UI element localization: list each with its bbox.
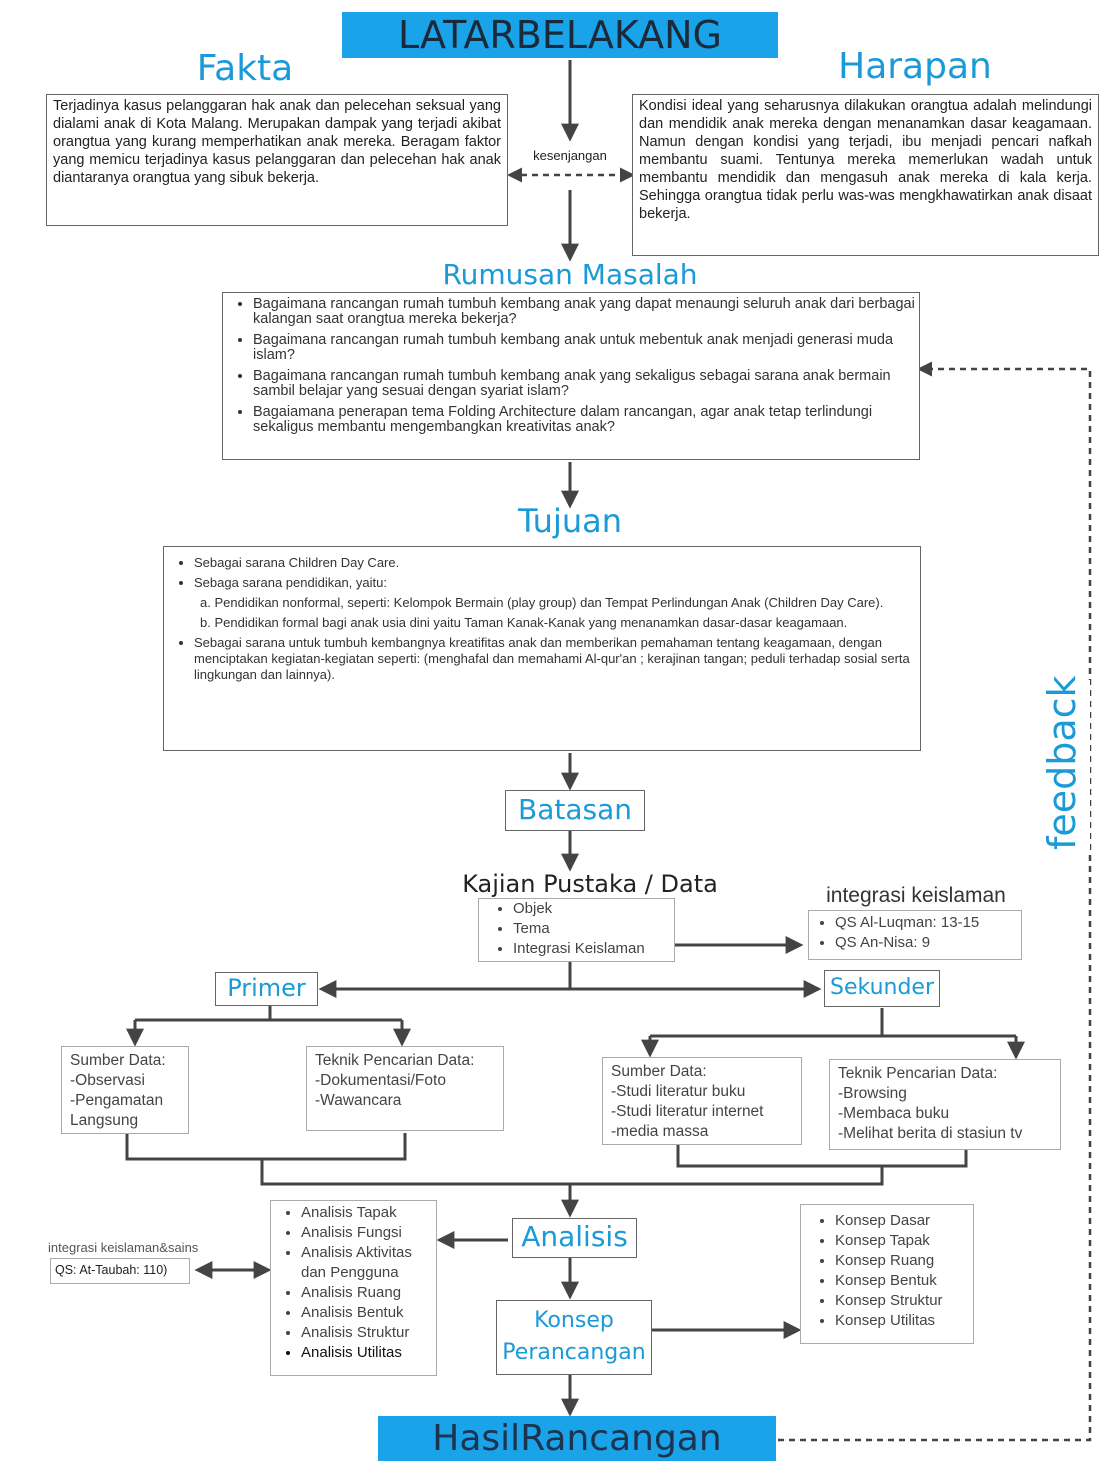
sekunder-teknik-box: Teknik Pencarian Data: -Browsing -Membac… <box>829 1059 1061 1150</box>
analisis-item: Analisis Ruang <box>301 1283 436 1303</box>
latar-belakang-banner: LATARBELAKANG <box>342 12 778 58</box>
analisis-item: Analisis Aktivitas dan Pengguna <box>301 1243 436 1283</box>
tujuan-box: Sebagai sarana Children Day Care. Sebaga… <box>163 546 921 751</box>
sekunder-teknik-line: -Membaca buku <box>838 1105 950 1122</box>
integrasi-sains-label: integrasi keislaman&sains <box>48 1240 199 1255</box>
sekunder-box: Sekunder <box>824 970 940 1007</box>
primer-sumber-line: -Observasi <box>70 1072 145 1089</box>
konsep-perancangan-line: Konsep <box>534 1308 614 1333</box>
sekunder-teknik-line: Teknik Pencarian Data: <box>838 1065 998 1082</box>
integrasi-sains-ref: QS: At-Taubah: 110) <box>50 1258 190 1284</box>
integrasi-item: QS Al-Luqman: 13-15 <box>835 913 1021 933</box>
rumusan-title: Rumusan Masalah <box>442 258 698 291</box>
sekunder-sumber-line: -media massa <box>611 1123 709 1140</box>
kajian-list: Objek Tema Integrasi Keislaman <box>479 899 674 959</box>
analisis-item: Analisis Utilitas <box>301 1343 436 1363</box>
primer-sumber-line: -Pengamatan Langsung <box>70 1092 164 1129</box>
analisis-box: Analisis <box>512 1218 637 1258</box>
analisis-item: Analisis Fungsi <box>301 1223 436 1243</box>
konsep-item: Konsep Tapak <box>835 1231 973 1251</box>
tujuan-item: Sebagai sarana untuk tumbuh kembangnya k… <box>194 635 920 683</box>
primer-teknik-line: Teknik Pencarian Data: <box>315 1052 475 1069</box>
sekunder-sumber-line: Sumber Data: <box>611 1063 707 1080</box>
analisis-item: Analisis Struktur <box>301 1323 436 1343</box>
kajian-item: Objek <box>513 899 674 919</box>
rumusan-item: Bagaimana rancangan rumah tumbuh kembang… <box>253 297 919 327</box>
tujuan-item: Sebaga sarana pendidikan, yaitu: <box>194 575 920 591</box>
sekunder-teknik-line: -Browsing <box>838 1085 907 1102</box>
analisis-list: Analisis Tapak Analisis Fungsi Analisis … <box>271 1203 436 1363</box>
kajian-box: Objek Tema Integrasi Keislaman <box>478 898 675 962</box>
rumusan-item: Bagaimana rancangan rumah tumbuh kembang… <box>253 369 919 399</box>
tujuan-sub-item: b. Pendidikan formal bagi anak usia dini… <box>200 615 848 630</box>
integrasi-box: QS Al-Luqman: 13-15 QS An-Nisa: 9 <box>808 910 1022 960</box>
sekunder-teknik-line: -Melihat berita di stasiun tv <box>838 1125 1023 1142</box>
analisis-item: Analisis Tapak <box>301 1203 436 1223</box>
konsep-item: Konsep Utilitas <box>835 1311 973 1331</box>
primer-teknik-line: -Dokumentasi/Foto <box>315 1072 446 1089</box>
integrasi-list: QS Al-Luqman: 13-15 QS An-Nisa: 9 <box>809 911 1021 953</box>
kajian-title: Kajian Pustaka / Data <box>462 870 718 898</box>
konsep-perancangan-line: Perancangan <box>502 1340 646 1365</box>
analisis-item: Analisis Bentuk <box>301 1303 436 1323</box>
tujuan-list: Sebagai sarana Children Day Care. Sebaga… <box>164 555 920 591</box>
konsep-list-box: Konsep Dasar Konsep Tapak Konsep Ruang K… <box>800 1204 974 1344</box>
primer-box: Primer <box>215 972 318 1006</box>
rumusan-item: Bagaiamana penerapan tema Folding Archit… <box>253 405 919 435</box>
sekunder-sumber-box: Sumber Data: -Studi literatur buku -Stud… <box>602 1057 802 1145</box>
feedback-dashed-loop <box>778 361 1092 1442</box>
tujuan-title: Tujuan <box>517 502 623 540</box>
konsep-list: Konsep Dasar Konsep Tapak Konsep Ruang K… <box>801 1211 973 1331</box>
harapan-box: Kondisi ideal yang seharusnya dilakukan … <box>632 94 1099 256</box>
sekunder-sumber-line: -Studi literatur internet <box>611 1103 764 1120</box>
konsep-perancangan-box: Konsep Perancangan <box>496 1300 652 1375</box>
primer-teknik-line: -Wawancara <box>315 1092 402 1109</box>
primer-join <box>125 1133 407 1161</box>
konsep-item: Konsep Bentuk <box>835 1271 973 1291</box>
integrasi-title: integrasi keislaman <box>826 884 1006 907</box>
kajian-item: Tema <box>513 919 674 939</box>
fakta-box: Terjadinya kasus pelanggaran hak anak da… <box>46 94 508 226</box>
konsep-item: Konsep Struktur <box>835 1291 973 1311</box>
tujuan-sublist: a. Pendidikan nonformal, seperti: Kelomp… <box>164 595 920 631</box>
konsep-item: Konsep Dasar <box>835 1211 973 1231</box>
tujuan-list-2: Sebagai sarana untuk tumbuh kembangnya k… <box>164 635 920 683</box>
rumusan-list: Bagaimana rancangan rumah tumbuh kembang… <box>223 297 919 435</box>
primer-sumber-line: Sumber Data: <box>70 1052 166 1069</box>
analisis-list-box: Analisis Tapak Analisis Fungsi Analisis … <box>270 1200 437 1376</box>
sekunder-sumber-line: -Studi literatur buku <box>611 1083 746 1100</box>
rancangan-label: Rancangan <box>520 1418 722 1459</box>
tujuan-sub-item: a. Pendidikan nonformal, seperti: Kelomp… <box>200 595 884 610</box>
primer-branch <box>135 1006 402 1022</box>
batasan-box: Batasan <box>505 790 645 831</box>
tujuan-item: Sebagai sarana Children Day Care. <box>194 555 920 571</box>
konsep-item: Konsep Ruang <box>835 1251 973 1271</box>
data-join <box>260 1159 884 1186</box>
hasil-label: Hasil <box>432 1418 521 1459</box>
primer-sumber-box: Sumber Data: -Observasi -Pengamatan Lang… <box>61 1046 189 1134</box>
hasil-rancangan-banner: HasilRancangan <box>378 1416 776 1461</box>
kesenjangan-label: kesenjangan <box>514 148 626 163</box>
feedback-label: feedback <box>1040 675 1090 850</box>
kajian-item: Integrasi Keislaman <box>513 939 674 959</box>
sekunder-join <box>676 1145 968 1168</box>
primer-teknik-box: Teknik Pencarian Data: -Dokumentasi/Foto… <box>306 1046 504 1131</box>
rumusan-box: Bagaimana rancangan rumah tumbuh kembang… <box>222 292 920 460</box>
rumusan-item: Bagaimana rancangan rumah tumbuh kembang… <box>253 333 919 363</box>
sekunder-branch <box>650 1008 1016 1038</box>
integrasi-item: QS An-Nisa: 9 <box>835 933 1021 953</box>
fakta-title: Fakta <box>196 48 294 89</box>
harapan-title: Harapan <box>838 46 992 87</box>
